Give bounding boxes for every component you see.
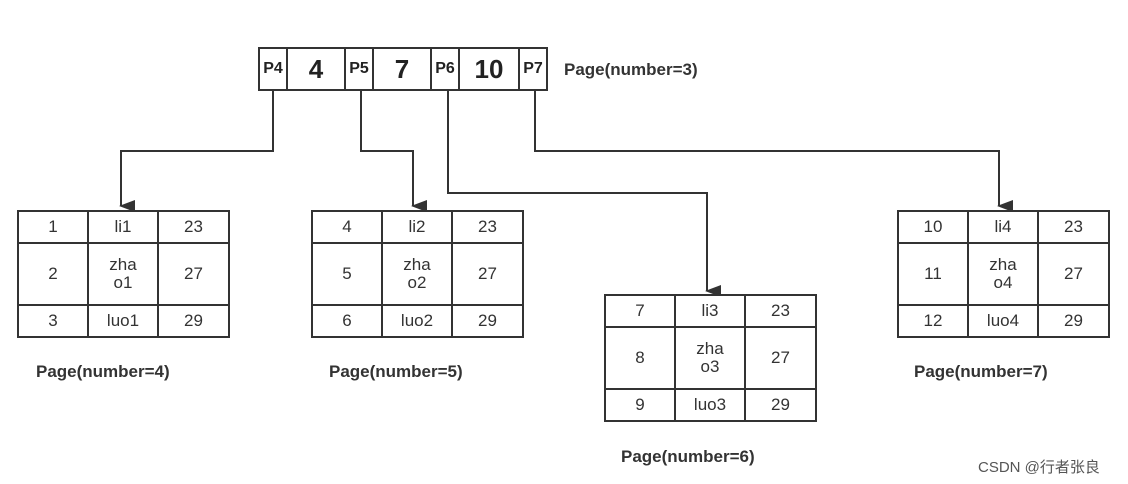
id-cell: 4 — [311, 209, 383, 245]
name-cell: zha o2 — [381, 242, 453, 306]
name-cell: zha o1 — [87, 242, 159, 306]
arrow-p7-to-page7 — [534, 91, 1013, 212]
table-row: 11 zha o4 27 — [897, 242, 1110, 306]
table-row: 3 luo1 29 — [17, 303, 230, 339]
leaf-page-6-label: Page(number=6) — [621, 447, 755, 466]
age-cell: 23 — [157, 209, 230, 245]
age-cell: 23 — [1037, 209, 1110, 245]
leaf-page-7-label: Page(number=7) — [914, 362, 1048, 381]
pointer-cell-p5: P5 — [344, 47, 374, 91]
id-cell: 2 — [17, 242, 89, 306]
leaf-page-5-label: Page(number=5) — [329, 362, 463, 381]
name-cell: li4 — [967, 209, 1039, 245]
leaf-page-7-table: 10 li4 23 11 zha o4 27 12 luo4 29 — [897, 209, 1110, 339]
name-cell: luo1 — [87, 303, 159, 339]
id-cell: 3 — [17, 303, 89, 339]
id-cell: 9 — [604, 387, 676, 423]
age-cell: 29 — [1037, 303, 1110, 339]
table-row: 2 zha o1 27 — [17, 242, 230, 306]
age-cell: 23 — [451, 209, 524, 245]
name-cell: zha o3 — [674, 326, 746, 390]
id-cell: 8 — [604, 326, 676, 390]
id-cell: 7 — [604, 293, 676, 329]
name-cell: zha o4 — [967, 242, 1039, 306]
table-row: 5 zha o2 27 — [311, 242, 524, 306]
csdn-watermark: CSDN @行者张良 — [978, 459, 1100, 476]
age-cell: 27 — [744, 326, 817, 390]
age-cell: 29 — [157, 303, 230, 339]
name-cell: luo3 — [674, 387, 746, 423]
name-cell: li2 — [381, 209, 453, 245]
table-row: 7 li3 23 — [604, 293, 817, 329]
root-page-node: P4 4 P5 7 P6 10 P7 — [258, 47, 548, 91]
pointer-cell-p7: P7 — [518, 47, 548, 91]
table-row: 9 luo3 29 — [604, 387, 817, 423]
name-cell: luo2 — [381, 303, 453, 339]
leaf-page-6-table: 7 li3 23 8 zha o3 27 9 luo3 29 — [604, 293, 817, 423]
arrow-p5-to-page5 — [360, 91, 427, 212]
age-cell: 29 — [744, 387, 817, 423]
id-cell: 10 — [897, 209, 969, 245]
name-cell: luo4 — [967, 303, 1039, 339]
leaf-page-4-label: Page(number=4) — [36, 362, 170, 381]
name-cell: li3 — [674, 293, 746, 329]
name-cell: li1 — [87, 209, 159, 245]
table-row: 1 li1 23 — [17, 209, 230, 245]
age-cell: 27 — [1037, 242, 1110, 306]
table-row: 8 zha o3 27 — [604, 326, 817, 390]
table-row: 6 luo2 29 — [311, 303, 524, 339]
table-row: 10 li4 23 — [897, 209, 1110, 245]
age-cell: 23 — [744, 293, 817, 329]
arrow-p4-to-page4 — [119, 91, 274, 212]
age-cell: 27 — [157, 242, 230, 306]
arrow-p6-to-page6 — [447, 91, 721, 297]
key-cell-4: 4 — [286, 47, 346, 91]
id-cell: 5 — [311, 242, 383, 306]
id-cell: 6 — [311, 303, 383, 339]
id-cell: 11 — [897, 242, 969, 306]
leaf-page-4-table: 1 li1 23 2 zha o1 27 3 luo1 29 — [17, 209, 230, 339]
root-page-label: Page(number=3) — [564, 60, 698, 79]
table-row: 12 luo4 29 — [897, 303, 1110, 339]
id-cell: 1 — [17, 209, 89, 245]
pointer-cell-p4: P4 — [258, 47, 288, 91]
pointer-cell-p6: P6 — [430, 47, 460, 91]
age-cell: 27 — [451, 242, 524, 306]
leaf-page-5-table: 4 li2 23 5 zha o2 27 6 luo2 29 — [311, 209, 524, 339]
id-cell: 12 — [897, 303, 969, 339]
key-cell-7: 7 — [372, 47, 432, 91]
key-cell-10: 10 — [458, 47, 520, 91]
age-cell: 29 — [451, 303, 524, 339]
table-row: 4 li2 23 — [311, 209, 524, 245]
